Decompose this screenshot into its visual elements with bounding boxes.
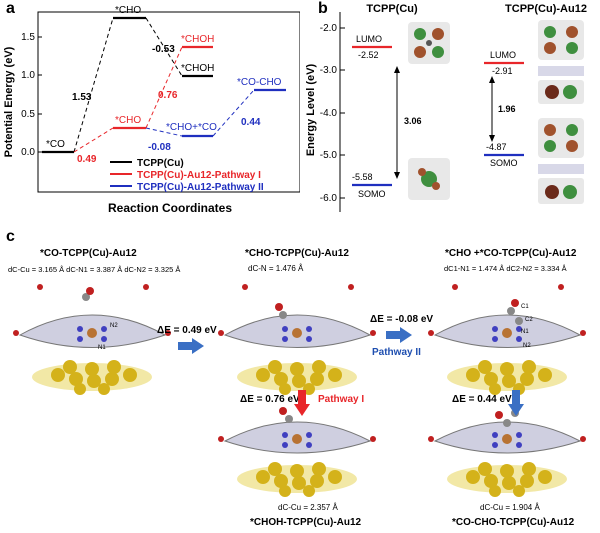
arrow-2-label: ΔE = -0.08 eV — [370, 314, 434, 325]
step-r1: 0.49 — [77, 154, 97, 165]
panel-b-left-title: TCPP(Cu) — [366, 3, 418, 15]
right-somo-label: SOMO — [490, 158, 518, 168]
panel-a-frame — [37, 11, 300, 193]
s5-title: *CO-CHO-TCPP(Cu)-Au12 — [452, 517, 575, 528]
panel-a-legend: TCPP(Cu) TCPP(Cu)-Au12-Pathway I TCPP(Cu… — [110, 158, 264, 193]
arrow-3-label: ΔE = 0.76 eV — [240, 394, 300, 405]
orbital-left-somo — [408, 158, 450, 200]
conn-black-1 — [73, 17, 114, 153]
s4-distances: dC-Cu = 2.357 Å — [278, 503, 338, 512]
s3-label-c1: C1 — [521, 304, 529, 310]
s3-label-c2: C2 — [525, 317, 533, 323]
conn-blue-1 — [145, 127, 183, 137]
level-label-cho-black: *CHO — [115, 5, 141, 16]
structure-s4 — [218, 407, 376, 497]
arrow-4-label: ΔE = 0.44 eV — [452, 394, 512, 405]
orbital-left-lumo — [408, 22, 450, 64]
s3-distances: dC1-N1 = 1.474 Å dC2-N2 = 3.334 Å — [444, 264, 567, 273]
structure-s5 — [428, 409, 586, 497]
structure-s2 — [218, 284, 376, 395]
s1-distances: dC-Cu = 3.165 Å dC-N1 = 3.387 Å dC-N2 = … — [8, 265, 181, 274]
left-somo-label: SOMO — [358, 189, 386, 199]
arrow-1-right — [178, 338, 204, 354]
left-lumo-value: -2.52 — [358, 50, 379, 60]
ytick-1: 0.5 — [21, 109, 35, 120]
right-lumo-value: -2.91 — [492, 66, 513, 76]
ytick-0: 0.0 — [21, 147, 35, 158]
arrow-2-right — [386, 327, 412, 343]
s3-label-n1: N1 — [521, 329, 529, 335]
left-gap-value: 3.06 — [404, 116, 422, 126]
step-r2: 0.76 — [158, 90, 178, 101]
s1-label-n1: N1 — [98, 345, 106, 351]
ytick-2: 1.0 — [21, 70, 35, 81]
conn-red-2 — [145, 46, 183, 129]
step-u1: -0.08 — [148, 142, 171, 153]
right-gap-value: 1.96 — [498, 104, 516, 114]
s1-label-n2: N2 — [110, 323, 118, 329]
structure-s1: N2 N1 — [13, 284, 171, 395]
b-ytick-3: -5.0 — [320, 150, 338, 161]
panel-b-energy-levels: -2.0 -3.0 -4.0 -5.0 -6.0 Energy Level (e… — [305, 3, 587, 212]
left-somo-value: -5.58 — [352, 172, 373, 182]
panel-b-ylabel: Energy Level (eV) — [305, 64, 317, 157]
legend-item-1: TCPP(Cu)-Au12-Pathway I — [137, 170, 261, 181]
step-u2: 0.44 — [241, 117, 261, 128]
panel-b-yticks: -2.0 -3.0 -4.0 -5.0 -6.0 — [320, 23, 345, 204]
arrow-2-pathway: Pathway II — [372, 347, 421, 358]
arrow-4-down — [508, 390, 524, 416]
legend-item-2: TCPP(Cu)-Au12-Pathway II — [137, 182, 264, 193]
b-ytick-0: -2.0 — [320, 23, 338, 34]
ytick-3: 1.5 — [21, 32, 35, 43]
step-b2: -0.53 — [152, 44, 175, 55]
level-label-choh-black: *CHOH — [181, 63, 214, 74]
conn-black-2 — [145, 17, 183, 77]
s2-title: *CHO-TCPP(Cu)-Au12 — [245, 248, 349, 259]
left-lumo-label: LUMO — [356, 34, 382, 44]
s5-distances: dC-Cu = 1.904 Å — [480, 503, 540, 512]
step-b1: 1.53 — [72, 92, 92, 103]
panel-b-letter: b — [318, 0, 328, 17]
s1-title: *CO-TCPP(Cu)-Au12 — [40, 248, 137, 259]
s3-title: *CHO +*CO-TCPP(Cu)-Au12 — [445, 248, 577, 259]
orbital-right-lumo — [538, 20, 584, 104]
b-ytick-4: -6.0 — [320, 193, 338, 204]
level-label-co-cho-blue: *CO-CHO — [237, 77, 282, 88]
panel-a-energy-diagram: 0.0 0.5 1.0 1.5 Potential Energy (eV) Re… — [3, 5, 300, 215]
right-lumo-label: LUMO — [490, 50, 516, 60]
level-label-cho-co-blue: *CHO+*CO — [166, 122, 217, 133]
structure-s3: C1 C2 N1 N2 — [428, 284, 586, 395]
panel-a-yticks: 0.0 0.5 1.0 1.5 — [21, 32, 42, 158]
legend-item-0: TCPP(Cu) — [137, 158, 184, 169]
panel-b-right-title: TCPP(Cu)-Au12 — [505, 3, 587, 15]
level-label-co: *CO — [46, 139, 65, 150]
conn-blue-2 — [212, 89, 255, 137]
arrow-3-pathway: Pathway I — [318, 394, 365, 405]
right-somo-value: -4.87 — [486, 142, 507, 152]
s3-label-n2: N2 — [523, 343, 531, 349]
panel-a-xlabel: Reaction Coordinates — [108, 201, 232, 215]
arrow-3-down — [294, 390, 310, 416]
s2-distances: dC-N = 1.476 Å — [248, 264, 304, 273]
level-label-choh-red: *CHOH — [181, 34, 214, 45]
orbital-right-somo — [538, 118, 584, 204]
panel-a-letter: a — [6, 0, 15, 17]
level-label-cho-red: *CHO — [115, 115, 141, 126]
conn-red-1 — [73, 127, 114, 153]
arrow-1-label: ΔE = 0.49 eV — [157, 325, 217, 336]
b-ytick-1: -3.0 — [320, 65, 338, 76]
s4-title: *CHOH-TCPP(Cu)-Au12 — [250, 517, 362, 528]
b-ytick-2: -4.0 — [320, 108, 338, 119]
panel-a-ylabel: Potential Energy (eV) — [3, 46, 15, 157]
panel-c-letter: c — [6, 228, 15, 245]
